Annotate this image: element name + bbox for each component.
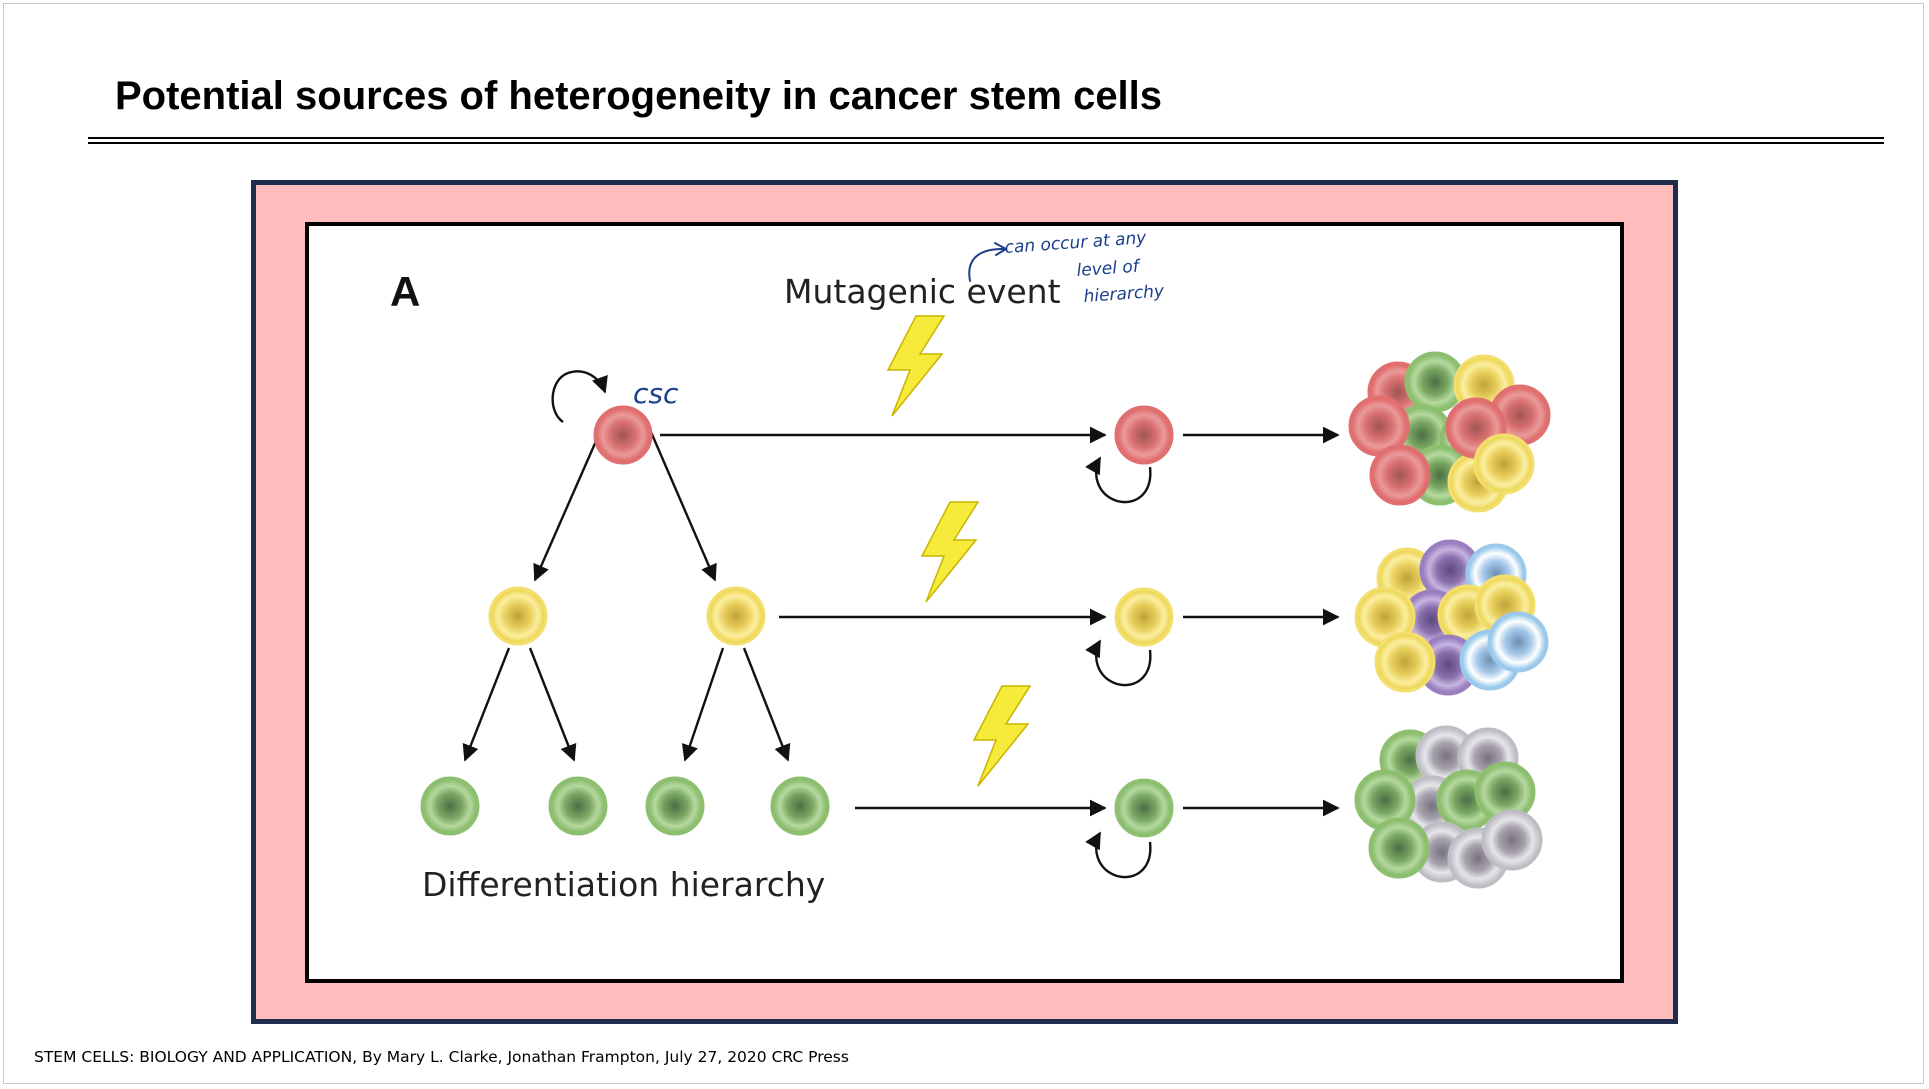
csc-annotation: csc <box>633 377 679 410</box>
lightning-bolt-3 <box>972 685 1032 787</box>
annotation-line-1: can occur at any <box>1004 228 1148 258</box>
slide-title: Potential sources of heterogeneity in ca… <box>115 74 1163 118</box>
arrow-progenitor-left-to-green-1 <box>462 647 511 762</box>
mutagenic-event-label: Mutagenic event <box>784 272 1061 311</box>
tumor-cluster-green-cell <box>1368 817 1430 879</box>
self-renewal-arrow-csc <box>551 370 608 423</box>
differentiated-cell-4 <box>770 776 830 836</box>
lightning-bolt-2 <box>920 501 980 603</box>
self-renewal-arrow-green <box>1085 831 1152 879</box>
annotation-line-2: level of <box>1076 256 1142 281</box>
annotation-line-3: hierarchy <box>1083 281 1166 307</box>
title-rule-bottom <box>88 142 1884 144</box>
arrow-stem-to-progenitor-right <box>649 431 717 582</box>
tumor-cluster-green-cell <box>1481 809 1543 871</box>
title-rule-top <box>88 137 1884 139</box>
tumor-cluster-yellow-cell <box>1374 631 1436 693</box>
annotation-hook-arrow <box>968 247 1006 282</box>
slide-frame <box>3 3 1924 1084</box>
tumor-cluster-red <box>1348 351 1551 513</box>
cancer-stem-cell <box>593 405 653 465</box>
tumor-cluster-yellow-cell <box>1487 611 1549 673</box>
differentiation-hierarchy-label: Differentiation hierarchy <box>422 865 825 904</box>
tumor-cluster-yellow <box>1354 539 1549 696</box>
mutated-cell-green <box>1114 778 1174 838</box>
citation-footer: STEM CELLS: BIOLOGY AND APPLICATION, By … <box>34 1048 849 1066</box>
mutated-cell-yellow <box>1114 587 1174 647</box>
differentiated-cell-2 <box>548 776 608 836</box>
arrow-progenitor-right-to-green-3 <box>681 647 725 762</box>
lightning-bolt-1 <box>886 315 946 417</box>
progenitor-cell-right <box>706 586 766 646</box>
arrow-stem-to-progenitor-left <box>533 431 602 582</box>
differentiated-cell-1 <box>420 776 480 836</box>
self-renewal-arrow-yellow <box>1085 639 1152 687</box>
arrow-progenitor-left-to-green-2 <box>528 647 577 762</box>
tumor-cluster-green <box>1354 725 1543 889</box>
mutated-cell-red <box>1114 405 1174 465</box>
annotation-hook-arrowhead <box>994 242 1009 256</box>
arrow-progenitor-right-to-green-4 <box>742 647 791 762</box>
tumor-cluster-red-cell <box>1369 444 1431 506</box>
panel-label: A <box>390 268 420 315</box>
tumor-cluster-red-cell <box>1473 433 1535 495</box>
progenitor-cell-left <box>488 586 548 646</box>
self-renewal-arrow-red <box>1085 456 1152 504</box>
differentiated-cell-3 <box>645 776 705 836</box>
